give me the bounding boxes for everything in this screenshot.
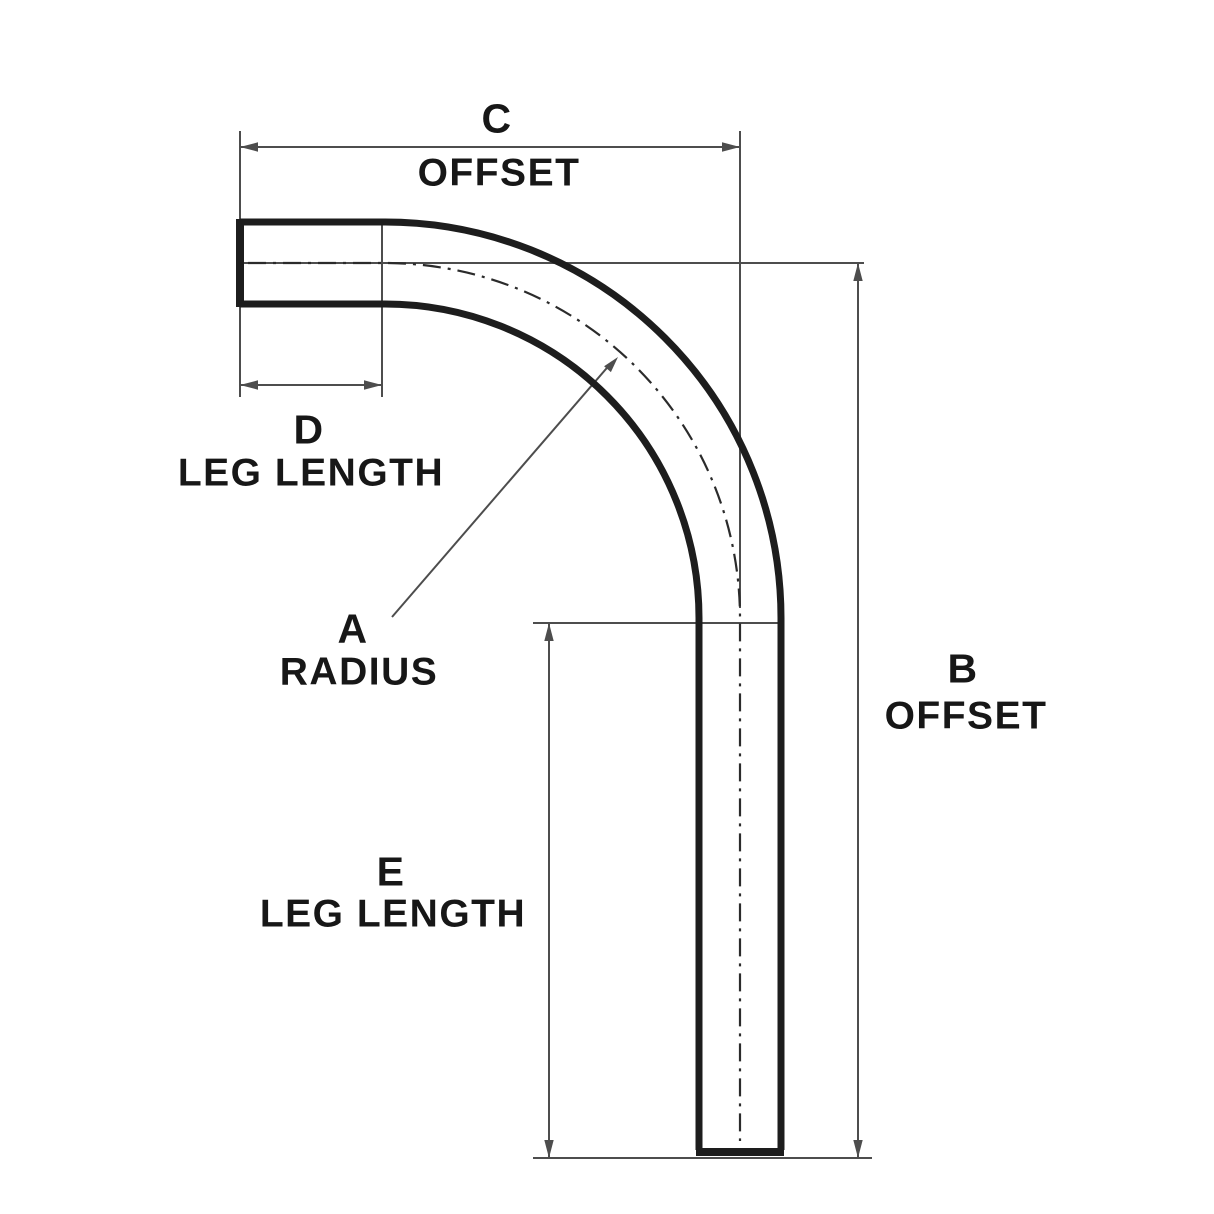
arrow-c-left-icon	[240, 142, 258, 152]
label-b: B	[947, 645, 979, 692]
arrow-e-bottom-icon	[544, 1140, 554, 1158]
label-b-offset: OFFSET	[884, 694, 1048, 738]
tube-outline	[236, 218, 785, 1156]
dimension-lines	[239, 131, 872, 1159]
arrow-c-right-icon	[722, 142, 740, 152]
label-a-radius: RADIUS	[279, 650, 439, 694]
label-e-leg-length: LEG LENGTH	[259, 892, 527, 936]
tube-centerline	[248, 261, 742, 1141]
tube-inner-wall	[240, 300, 703, 1150]
dimension-arrowheads	[240, 142, 863, 1158]
arrow-d-right-icon	[364, 380, 382, 390]
label-e: E	[376, 848, 406, 895]
leader-line-a-radius	[391, 361, 613, 618]
arrow-b-top-icon	[853, 263, 863, 281]
label-a: A	[337, 605, 369, 652]
label-d: D	[293, 406, 325, 453]
label-c: C	[481, 95, 513, 142]
arrow-e-top-icon	[544, 623, 554, 641]
arrow-a-radius-icon	[604, 357, 618, 373]
arrow-b-bottom-icon	[853, 1140, 863, 1158]
label-c-offset: OFFSET	[417, 151, 581, 195]
label-d-leg-length: LEG LENGTH	[177, 451, 445, 495]
tube-outer-wall	[240, 218, 785, 1150]
arrow-d-left-icon	[240, 380, 258, 390]
